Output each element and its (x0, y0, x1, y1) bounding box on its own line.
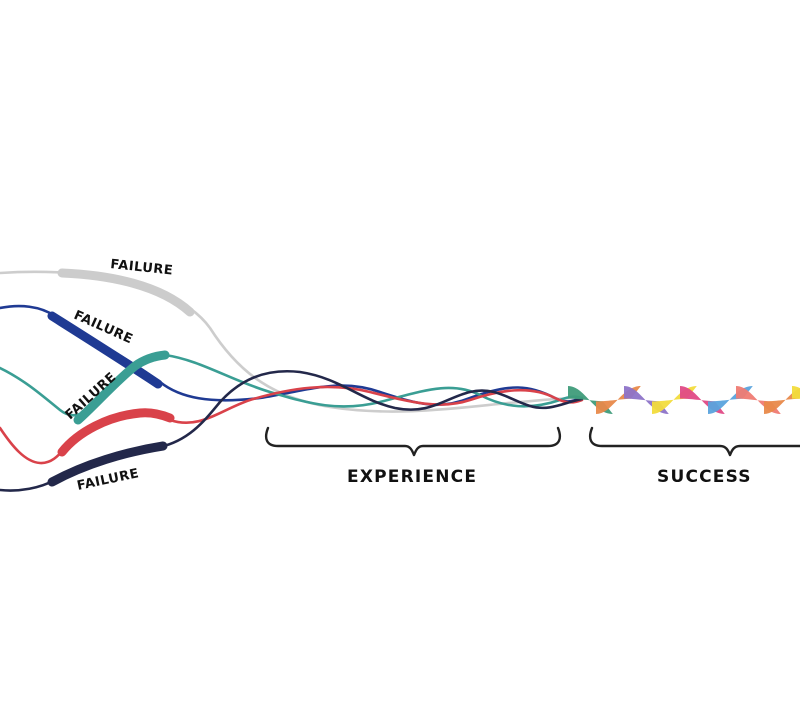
success-label: SUCCESS (657, 467, 752, 487)
experience-brace (264, 426, 562, 457)
success-braid (568, 386, 800, 414)
failure-label-grey: FAILURE (110, 257, 174, 279)
experience-label: EXPERIENCE (347, 467, 477, 487)
braid-segment (764, 388, 800, 414)
success-brace (588, 426, 800, 457)
red-strand (0, 385, 584, 465)
teal-strand (0, 350, 584, 425)
braid-segment (792, 386, 800, 399)
navy-strand (0, 369, 584, 492)
failure-label-blue: FAILURE (71, 308, 135, 347)
